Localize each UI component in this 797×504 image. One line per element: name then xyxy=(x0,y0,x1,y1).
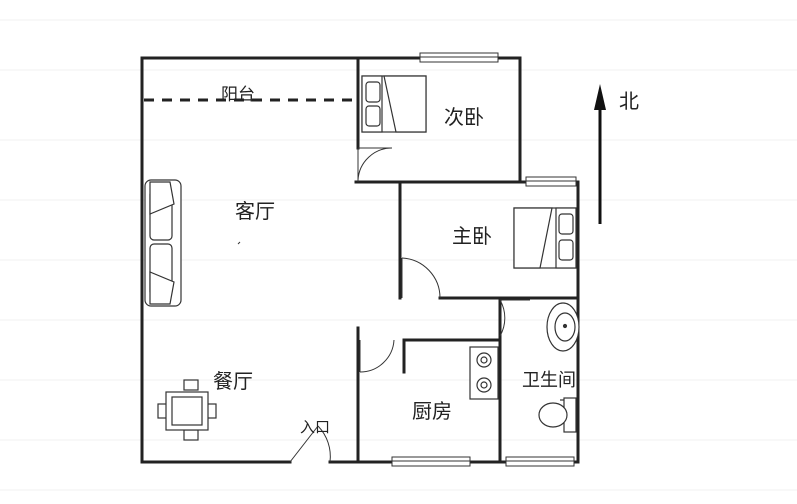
balcony-label: 阳台 xyxy=(221,85,255,105)
doors xyxy=(289,147,530,463)
sink-icon xyxy=(546,302,580,352)
north-arrow-icon xyxy=(594,84,606,224)
north-label: 北 xyxy=(619,89,639,113)
windows xyxy=(391,52,577,467)
toilet-icon xyxy=(538,397,577,433)
door-bathroom xyxy=(499,299,506,337)
bathroom-label: 卫生间 xyxy=(522,370,576,391)
living-room-label: 客厅 xyxy=(235,199,275,223)
living-room-mark xyxy=(237,241,241,245)
kitchen-label: 厨房 xyxy=(412,399,452,423)
door-second-bedroom xyxy=(357,147,393,181)
door-kitchen xyxy=(359,339,395,373)
dining-table-icon xyxy=(157,379,217,441)
door-master-bedroom xyxy=(401,257,441,299)
sofa-icon xyxy=(144,179,182,307)
entrance-label: 入口 xyxy=(300,418,330,436)
master-bedroom-label: 主卧 xyxy=(452,224,492,248)
bed-second-bedroom-icon xyxy=(361,75,427,133)
bed-master-bedroom-icon xyxy=(513,207,577,269)
dining-room-label: 餐厅 xyxy=(213,369,253,393)
second-bedroom-label: 次卧 xyxy=(444,105,484,129)
door-entrance xyxy=(289,425,319,463)
stove-icon xyxy=(469,346,499,400)
